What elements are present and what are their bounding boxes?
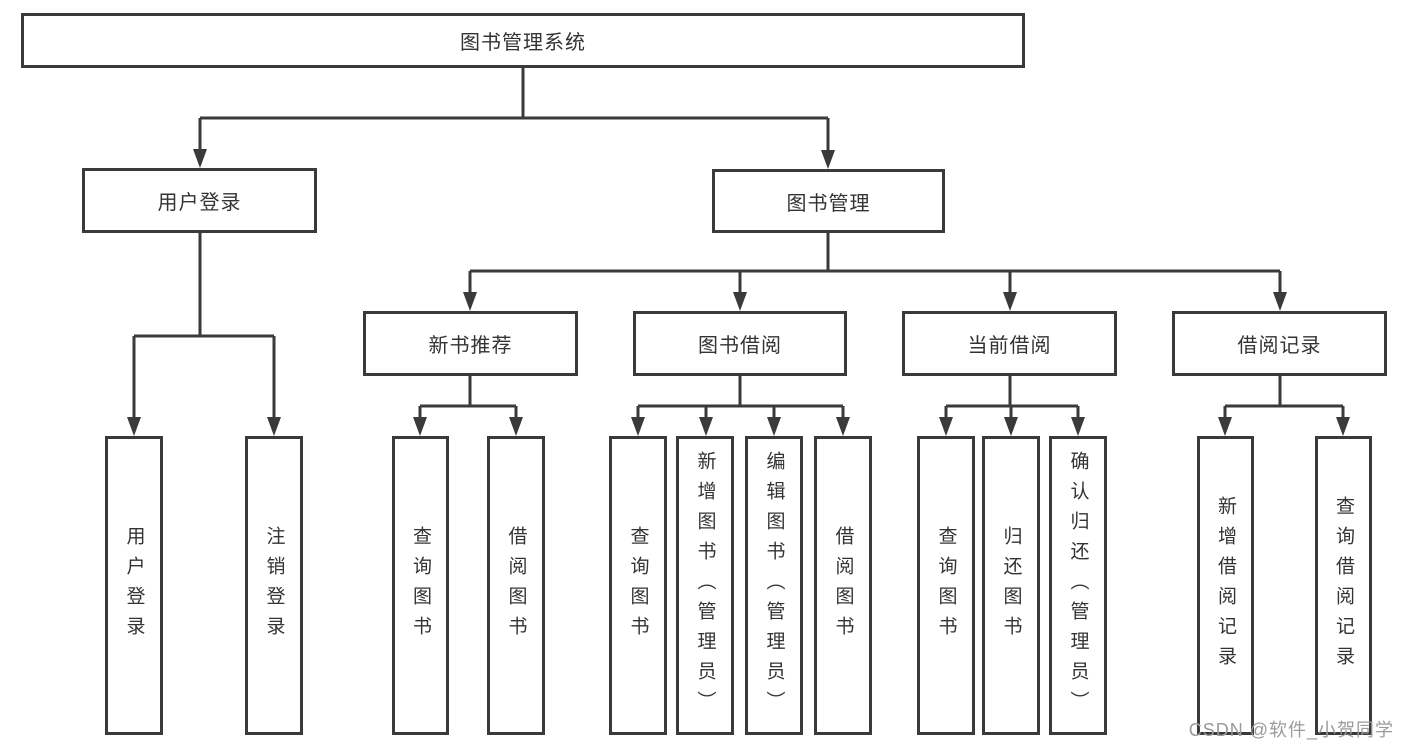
node-user-login: 用户登录 — [82, 168, 317, 233]
node-book-mgmt: 图书管理 — [712, 169, 945, 233]
node-borrow-record: 借阅记录 — [1172, 311, 1387, 376]
arrowheads — [127, 149, 1350, 436]
leaf-query-books-current: 查询图书 — [917, 436, 975, 735]
leaf-add-books-admin: 新增图书（管理员） — [676, 436, 734, 735]
node-new-book-rec: 新书推荐 — [363, 311, 578, 376]
leaf-logout: 注销登录 — [245, 436, 303, 735]
leaf-query-borrow-record: 查询借阅记录 — [1315, 436, 1372, 735]
node-book-borrow: 图书借阅 — [633, 311, 847, 376]
node-root: 图书管理系统 — [21, 13, 1025, 68]
leaf-return-books: 归还图书 — [982, 436, 1040, 735]
leaf-borrow-books: 借阅图书 — [814, 436, 872, 735]
watermark: CSDN @软件_小贺同学 — [1188, 720, 1394, 740]
leaf-query-books-borrow: 查询图书 — [609, 436, 667, 735]
leaf-confirm-return-admin: 确认归还（管理员） — [1049, 436, 1107, 735]
node-current-borrow: 当前借阅 — [902, 311, 1117, 376]
leaf-user-login: 用户登录 — [105, 436, 163, 735]
leaf-edit-books-admin: 编辑图书（管理员） — [745, 436, 803, 735]
leaf-query-books-newrec: 查询图书 — [392, 436, 449, 735]
leaf-borrow-books-newrec: 借阅图书 — [487, 436, 545, 735]
leaf-add-borrow-record: 新增借阅记录 — [1197, 436, 1254, 735]
